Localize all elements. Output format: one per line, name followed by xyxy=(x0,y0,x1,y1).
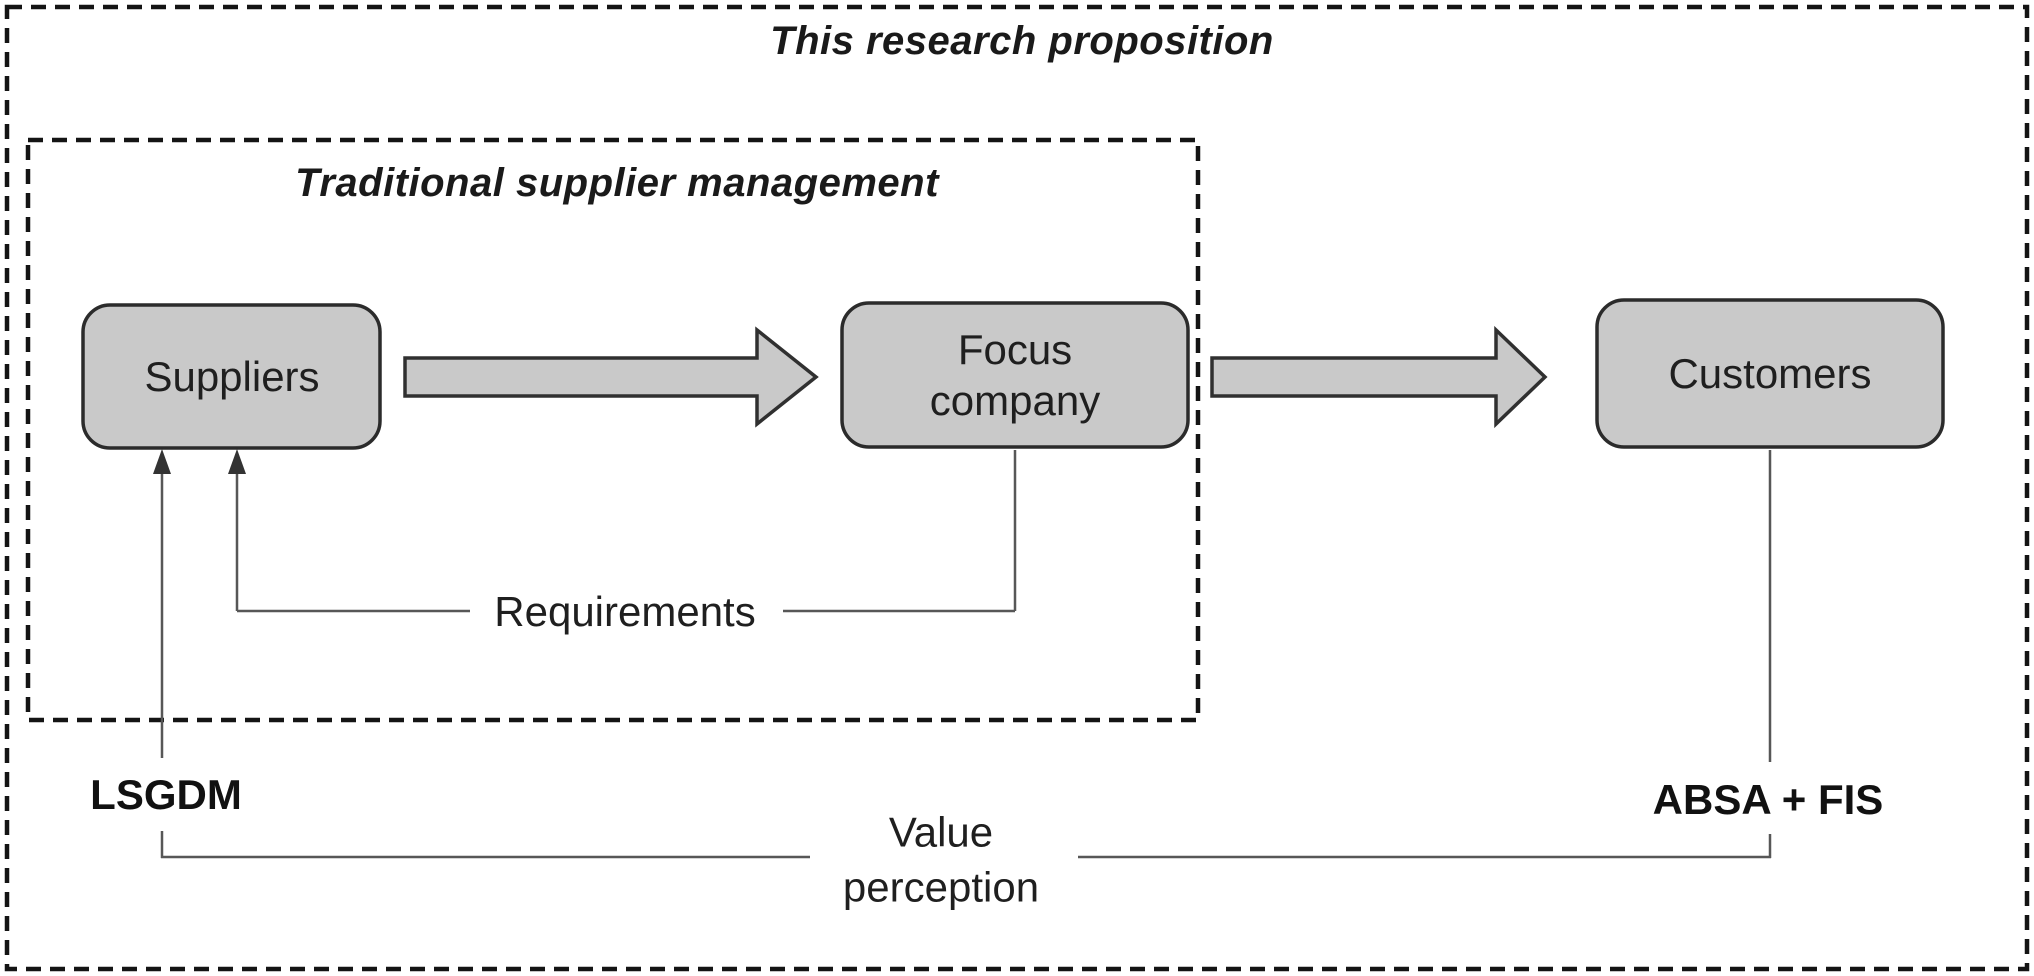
focus-company-box-label: Focus company xyxy=(929,325,1101,424)
inner-dashed-frame xyxy=(25,137,1201,723)
lsgdm-arrowhead-icon xyxy=(153,449,171,474)
value-perception-label: Value perception xyxy=(842,808,1040,910)
block-arrow-suppliers-to-focus xyxy=(403,326,819,428)
requirements-arrowhead-icon xyxy=(228,449,246,474)
suppliers-box-shape xyxy=(81,303,382,450)
requirements-label: Requirements xyxy=(494,587,756,635)
block-arrow-focus-to-customers xyxy=(1210,325,1548,429)
requirements-feedback-line xyxy=(235,450,1017,613)
customers-box-shape xyxy=(1595,298,1945,449)
outer-dashed-frame xyxy=(4,4,2030,972)
absa-fis-label: ABSA + FIS xyxy=(1652,775,1884,823)
customers-box-label: Customers xyxy=(1668,349,1872,397)
focus-company-box-shape xyxy=(840,301,1190,449)
outer-frame-title: This research proposition xyxy=(770,19,1274,63)
suppliers-box-label: Suppliers xyxy=(144,352,320,400)
lsgdm-label: LSGDM xyxy=(90,770,242,818)
inner-frame-title: Traditional supplier management xyxy=(295,161,939,205)
lsgdm-line xyxy=(160,466,810,859)
absa-fis-line xyxy=(1078,450,1772,859)
